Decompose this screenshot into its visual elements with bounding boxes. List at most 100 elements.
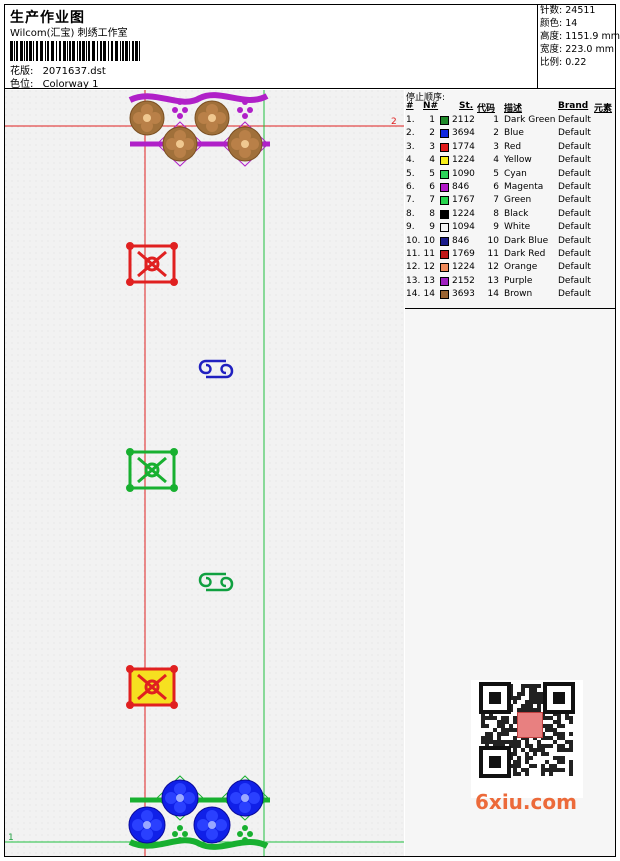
watermark-site: 6xiu.com: [475, 790, 577, 814]
row-index: 8.: [406, 208, 415, 219]
row-code: 14: [487, 289, 499, 300]
barcode-image: [10, 41, 140, 61]
row-needle: 10: [423, 235, 435, 246]
col-needle: N#: [423, 101, 439, 111]
color-swatch: [440, 263, 449, 273]
row-needle: 5: [429, 168, 435, 179]
row-needle: 7: [429, 195, 435, 206]
row-code: 2: [493, 128, 499, 139]
row-description: Purple: [504, 275, 533, 286]
row-needle: 1: [429, 115, 435, 125]
row-stitches: 1224: [452, 155, 475, 166]
colorway-value: Colorway 1: [42, 79, 99, 90]
row-description: Brown: [504, 289, 533, 300]
row-description: Magenta: [504, 182, 544, 192]
row-description: Dark Green: [504, 115, 556, 125]
color-swatch: [440, 209, 449, 219]
row-brand: Default: [558, 195, 591, 206]
col-brand: Brand: [558, 101, 589, 111]
row-stitches: 1767: [452, 195, 475, 206]
start-marker: 2: [391, 117, 397, 127]
row-index: 7.: [406, 195, 415, 206]
row-stitches: 2152: [452, 275, 475, 286]
row-description: White: [504, 222, 531, 233]
col-index: #: [406, 101, 414, 111]
row-stitches: 1769: [452, 249, 475, 259]
row-index: 4.: [406, 155, 415, 166]
design-value: 2071637.dst: [42, 66, 106, 77]
row-needle: 13: [423, 275, 435, 286]
row-index: 5.: [406, 168, 415, 179]
row-needle: 9: [429, 222, 435, 233]
page-frame: [4, 4, 616, 857]
colorway-label: 色位:: [10, 79, 34, 90]
col-code: 代码: [477, 104, 496, 114]
row-index: 1.: [406, 115, 415, 125]
row-code: 8: [493, 208, 499, 219]
row-description: Blue: [504, 128, 524, 139]
row-brand: Default: [558, 289, 591, 300]
row-index: 2.: [406, 128, 415, 139]
seal-stamp: [517, 712, 543, 738]
row-stitches: 1224: [452, 262, 475, 273]
color-swatch: [440, 223, 449, 233]
design-preview-area[interactable]: 2 1: [5, 90, 404, 856]
end-marker: 1: [8, 833, 14, 843]
row-code: 5: [493, 168, 499, 179]
row-needle: 4: [429, 155, 435, 166]
row-description: Red: [504, 141, 522, 152]
row-brand: Default: [558, 168, 591, 179]
row-stitches: 1774: [452, 141, 475, 152]
col-stitches: St.: [459, 101, 474, 111]
color-swatch: [440, 116, 449, 125]
row-brand: Default: [558, 262, 591, 273]
row-code: 11: [487, 249, 499, 259]
qr-code: [471, 680, 583, 798]
colorway-line: 色位: Colorway 1: [10, 75, 98, 90]
stat-stitches: 针数: 24511: [540, 5, 596, 16]
row-needle: 3: [429, 141, 435, 152]
row-description: Dark Blue: [504, 235, 549, 246]
row-brand: Default: [558, 128, 591, 139]
row-stitches: 1094: [452, 222, 475, 233]
qr-code-image: [479, 682, 575, 778]
row-brand: Default: [558, 235, 591, 246]
stat-scale: 比例: 0.22: [540, 57, 587, 68]
row-index: 10.: [406, 235, 421, 246]
header: 生产作业图 Wilcom(汇宝) 刺绣工作室 花版: 2071637.dst 色…: [4, 4, 620, 90]
color-swatch: [440, 196, 449, 206]
row-stitches: 846: [452, 235, 470, 246]
row-index: 9.: [406, 222, 415, 233]
color-swatch: [440, 169, 449, 179]
design-file-line: 花版: 2071637.dst: [10, 62, 106, 77]
design-label: 花版:: [10, 66, 34, 77]
table-header: # N# St. 代码 描述 Brand 元素: [405, 101, 615, 114]
row-index: 12.: [406, 262, 421, 273]
row-brand: Default: [558, 141, 591, 152]
color-swatch: [440, 236, 449, 246]
row-code: 3: [493, 141, 499, 152]
row-stitches: 846: [452, 182, 470, 192]
row-index: 6.: [406, 182, 415, 192]
row-code: 10: [487, 235, 499, 246]
row-code: 9: [493, 222, 499, 233]
col-description: 描述: [504, 104, 523, 114]
row-needle: 14: [423, 289, 435, 300]
color-swatch: [440, 156, 449, 166]
row-needle: 12: [423, 262, 435, 273]
stat-width: 宽度: 223.0 mm: [540, 44, 614, 55]
row-description: Cyan: [504, 168, 527, 179]
row-code: 6: [493, 182, 499, 192]
